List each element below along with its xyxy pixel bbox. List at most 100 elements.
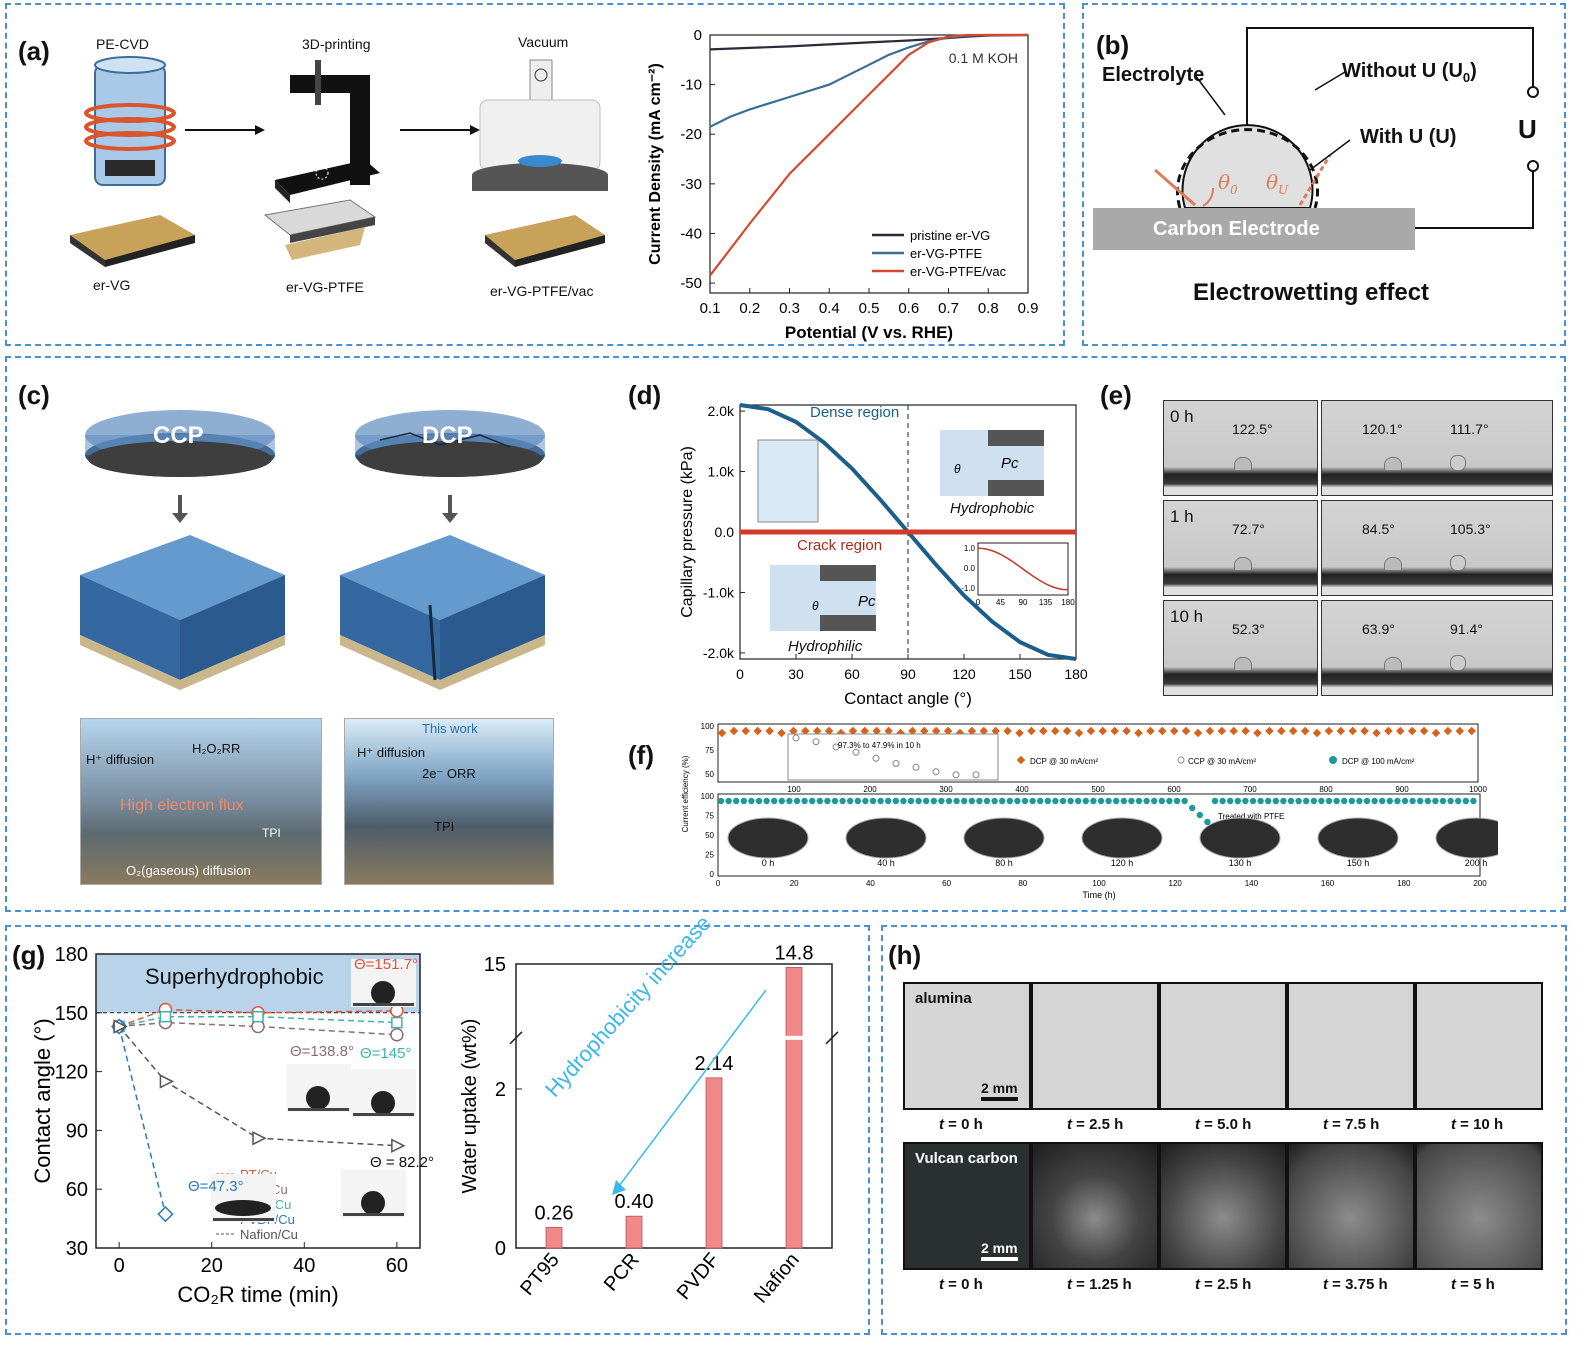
chart-a-xtick-label: 0.4	[819, 300, 840, 317]
chart-f-dcp100-marker	[1272, 797, 1279, 805]
ccp-h2o2rr: H₂O₂RR	[192, 741, 241, 756]
chart-g-right-ytick-label: 2	[495, 1079, 506, 1101]
sample-er-vg-ptfe-vac: er-VG-PTFE/vac	[490, 283, 594, 299]
chart-a-xtick-label: 0.8	[978, 300, 999, 317]
chart-g-substrate	[213, 1218, 274, 1221]
chart-f-dcp100-marker	[1135, 797, 1143, 805]
time-caption: t = 5.0 h	[1195, 1116, 1252, 1133]
chart-f-dcp100-marker	[900, 797, 907, 805]
chart-g-left-point	[157, 1205, 174, 1223]
vulcan-photo	[1287, 1142, 1415, 1270]
time-caption: t = 0 h	[939, 1276, 983, 1293]
chart-f-dcp30-marker	[1396, 726, 1405, 736]
chart-f-dcp100-marker	[1075, 797, 1082, 805]
chart-f-dcp100-marker	[1470, 797, 1477, 805]
angle-label: 72.7°	[1232, 521, 1265, 537]
chart-f-bottom-xtick: 140	[1245, 879, 1259, 888]
chart-f-bottom-xtick: 100	[1092, 879, 1106, 888]
chart-a-series-line	[709, 33, 1028, 128]
hydrophilic-pc-label: Pc	[858, 593, 876, 610]
chart-a-xtick-label: 0.1	[700, 300, 721, 317]
chart-f-ccp-marker	[912, 763, 920, 771]
angle-label-151: Θ=151.7°	[354, 956, 418, 973]
contact-angle-photo-double: 84.5° 105.3°	[1321, 500, 1553, 596]
droplet-icon	[1450, 555, 1466, 571]
chart-f-top-xtick: 300	[939, 785, 953, 794]
chart-f-top-ytick: 100	[701, 722, 715, 731]
with-u-label: With U (U)	[1360, 126, 1457, 148]
chart-d-xtick-label: 0	[736, 666, 744, 682]
chart-f-dcp100-marker	[1447, 797, 1454, 805]
electrowetting-diagram	[1093, 27, 1539, 250]
chart-f-dcp30-marker	[1122, 726, 1131, 736]
chart-f-top-xtick: 1000	[1469, 785, 1487, 794]
chart-f-ccp-marker	[932, 768, 940, 776]
chart-g-right-category-label: PT95	[516, 1249, 564, 1300]
chart-f-dcp100-marker	[809, 797, 816, 805]
chart-f-dcp100-marker	[755, 797, 763, 805]
chart-f-electrode-image	[1199, 817, 1281, 859]
chart-f-dcp30-marker	[1407, 726, 1417, 736]
chart-g-left-legend-label: Nafion/Cu	[240, 1227, 298, 1242]
chart-f-dcp100-marker	[991, 797, 998, 805]
chart-f-dcp100-marker	[839, 797, 846, 805]
chart-d-inset-ytick: 0.0	[964, 564, 976, 573]
panel-a-label: (a)	[18, 36, 50, 66]
chart-a-ytick-label: -50	[680, 275, 702, 292]
chart-f-dcp100-marker	[740, 797, 747, 805]
chart-f-dcp30-marker	[1277, 726, 1286, 736]
chart-f-dcp100-marker	[907, 797, 915, 805]
chart-f-dcp30-marker	[1229, 726, 1238, 736]
hydrophobic-theta-label: θ	[954, 462, 961, 476]
chart-f-dcp100-marker	[824, 797, 831, 805]
scale-bar: 2 mm	[981, 1080, 1018, 1101]
chart-f-dcp100-marker	[1386, 797, 1393, 805]
chart-f-dcp100-marker	[793, 797, 801, 805]
chart-f-dcp100-marker	[1006, 797, 1013, 805]
chart-f-dcp30-marker	[741, 726, 751, 736]
chart-f-bottom-xtick: 40	[866, 879, 875, 888]
chart-f-dcp100-marker	[945, 797, 953, 805]
alumina-photo	[1031, 982, 1159, 1110]
contact-angle-photo-single: 1 h 72.7°	[1163, 500, 1318, 596]
chart-f-dcp100-marker	[763, 797, 770, 805]
angle-label: 120.1°	[1362, 421, 1403, 437]
ccp-dcp-illustration	[80, 410, 545, 690]
chart-f-dcp30-marker	[1336, 726, 1346, 736]
chart-g-right-axis-break	[509, 1031, 523, 1045]
chart-f-dcp30-marker	[1300, 726, 1310, 736]
chart-f-dcp100-marker	[877, 797, 884, 805]
panel-f-label: (f)	[628, 740, 654, 770]
panel-d-label: (d)	[628, 380, 662, 410]
chart-f-bottom-ytick: 25	[705, 851, 714, 860]
chart-f-dcp30-marker	[1217, 726, 1227, 736]
time-caption: t = 1.25 h	[1067, 1276, 1132, 1293]
chart-g-right-value-label: 0.26	[535, 1202, 574, 1224]
chart-f-dcp100-marker	[1249, 797, 1257, 805]
process-illustration	[70, 56, 608, 267]
chart-g-left-ytick-label: 120	[55, 1062, 88, 1084]
chart-f-dcp100-marker	[1432, 797, 1439, 805]
droplet-icon	[1384, 557, 1402, 571]
chart-g-substrate	[353, 1003, 414, 1006]
voltage-u-label: U	[1518, 114, 1537, 144]
chart-f-dcp100-marker	[1059, 797, 1067, 805]
hydrophilic-theta-label: θ	[812, 599, 819, 613]
droplet-icon	[1450, 455, 1466, 471]
chart-f-bottom-xtick: 20	[790, 879, 799, 888]
contact-angle-photo-double: 63.9° 91.4°	[1321, 600, 1553, 696]
chart-f-bottom-xtick: 120	[1169, 879, 1183, 888]
chart-f-dcp100-marker	[1280, 797, 1287, 805]
panel-a-box	[5, 3, 1065, 346]
vulcan-photo	[1031, 1142, 1159, 1270]
chart-f-dcp30-marker	[1372, 728, 1381, 738]
chart-f-dcp100-marker	[1401, 797, 1409, 805]
chart-f-legend-dcp100: DCP @ 100 mA/cm²	[1342, 757, 1415, 766]
ccp-electron-flux: High electron flux	[120, 797, 244, 814]
dcp-inset	[344, 718, 554, 885]
hydrophobic-label: Hydrophobic	[950, 500, 1035, 517]
chart-f-dcp100-marker	[976, 797, 983, 805]
chart-d-xtick-label: 60	[844, 666, 860, 682]
